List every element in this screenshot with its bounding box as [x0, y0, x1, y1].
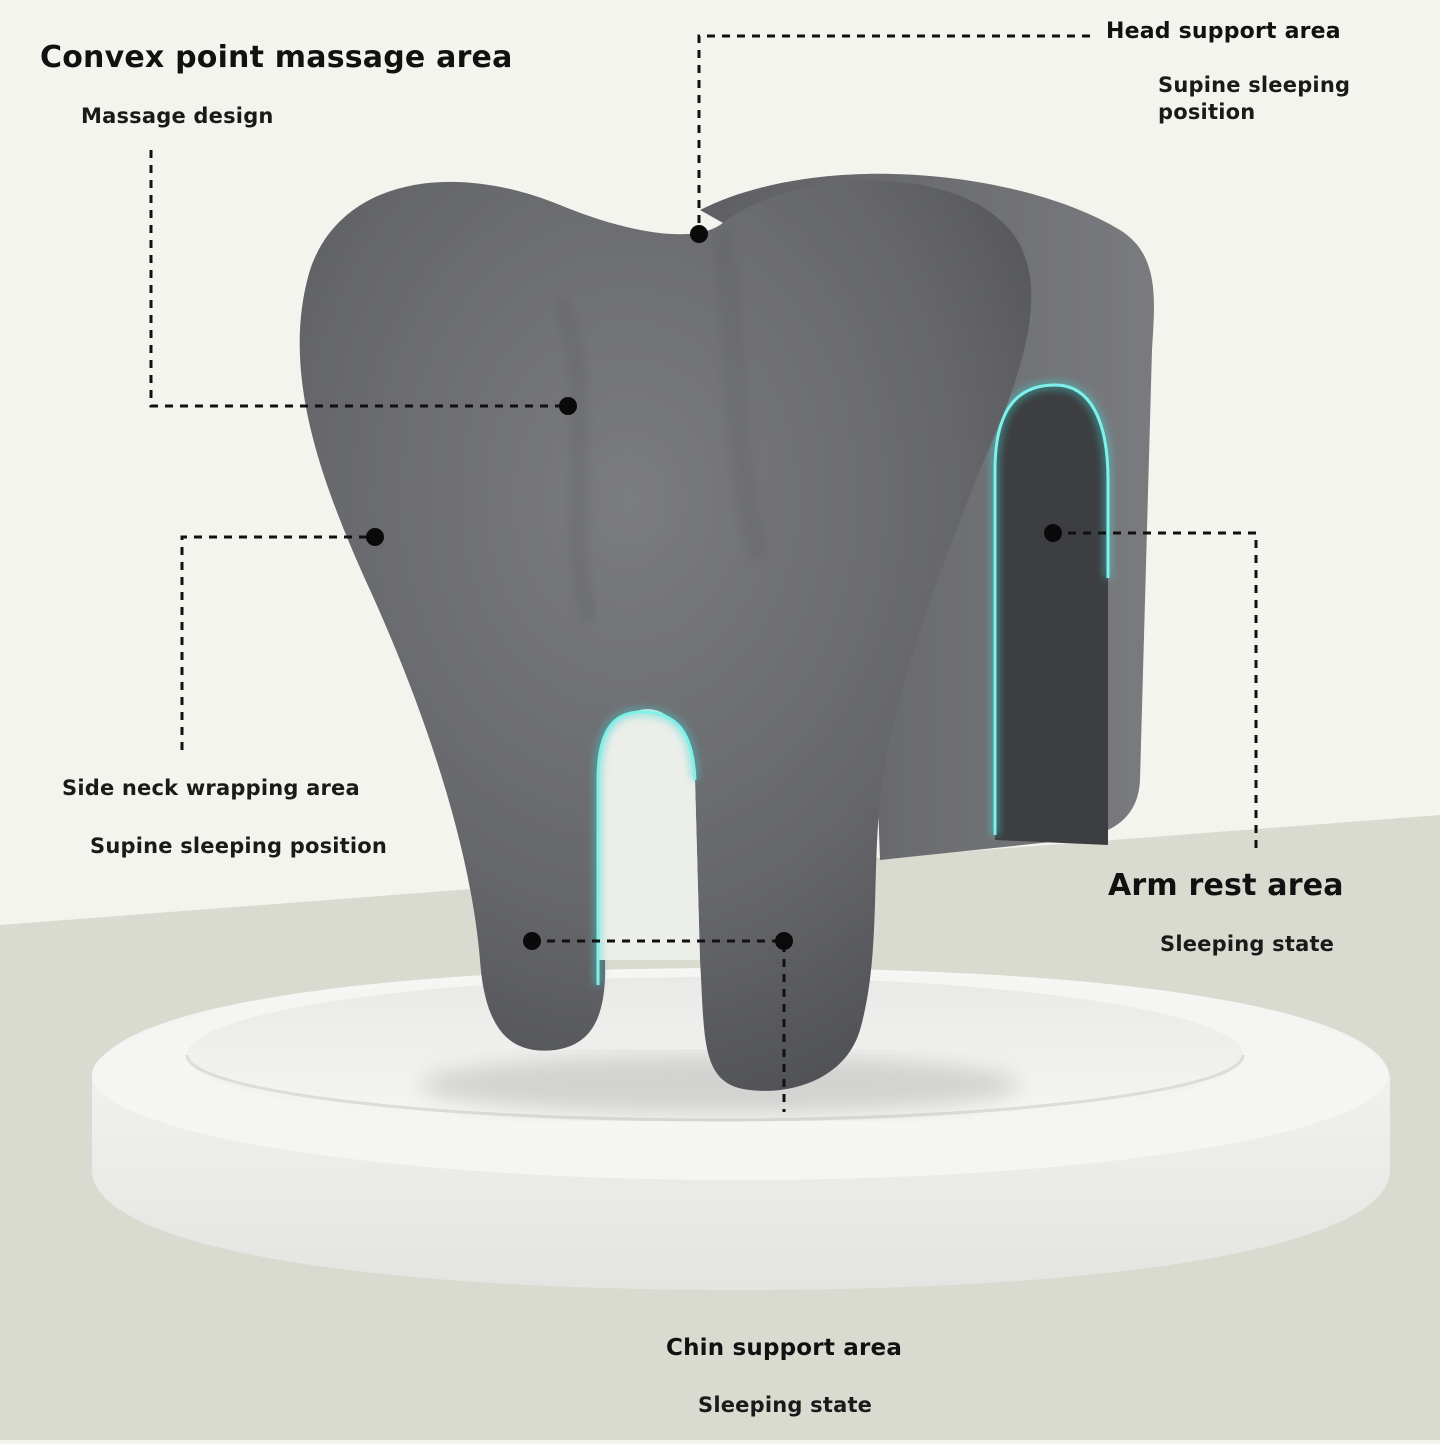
- chin-support-title: Chin support area: [666, 1335, 903, 1361]
- head-support-subtitle: Supine sleeping position: [1158, 73, 1351, 124]
- callout-dots: [366, 225, 1062, 950]
- arm-rest-cavity: [995, 385, 1108, 845]
- head-support-title: Head support area: [1106, 19, 1341, 44]
- convex-area-subtitle: Massage design: [81, 104, 274, 128]
- callout-lines: [149, 34, 1258, 1112]
- chin-glow: [596, 710, 697, 985]
- callout-line-chin: [532, 939, 786, 1112]
- side-neck-subtitle: Supine sleeping position: [90, 834, 388, 858]
- arm-rest-subtitle: Sleeping state: [1160, 932, 1335, 956]
- pillow-front: [299, 180, 1032, 1091]
- callout-line-head: [697, 34, 1090, 234]
- callout-line-side-neck: [180, 535, 375, 750]
- arm-rest-glow: [993, 383, 1110, 835]
- dot-chin-right: [775, 932, 793, 950]
- side-neck-title: Side neck wrapping area: [62, 776, 360, 800]
- arm-rest-title: Arm rest area: [1108, 868, 1344, 903]
- dot-arm-rest: [1044, 524, 1062, 542]
- dot-side-neck: [366, 528, 384, 546]
- convex-area-title: Convex point massage area: [40, 40, 513, 75]
- callout-line-convex: [149, 150, 568, 408]
- chin-gap: [598, 712, 700, 960]
- dot-convex: [559, 397, 577, 415]
- dot-chin-left: [523, 932, 541, 950]
- chin-support-subtitle: Sleeping state: [698, 1393, 873, 1417]
- callout-line-arm-rest: [1053, 531, 1258, 852]
- dot-head: [690, 225, 708, 243]
